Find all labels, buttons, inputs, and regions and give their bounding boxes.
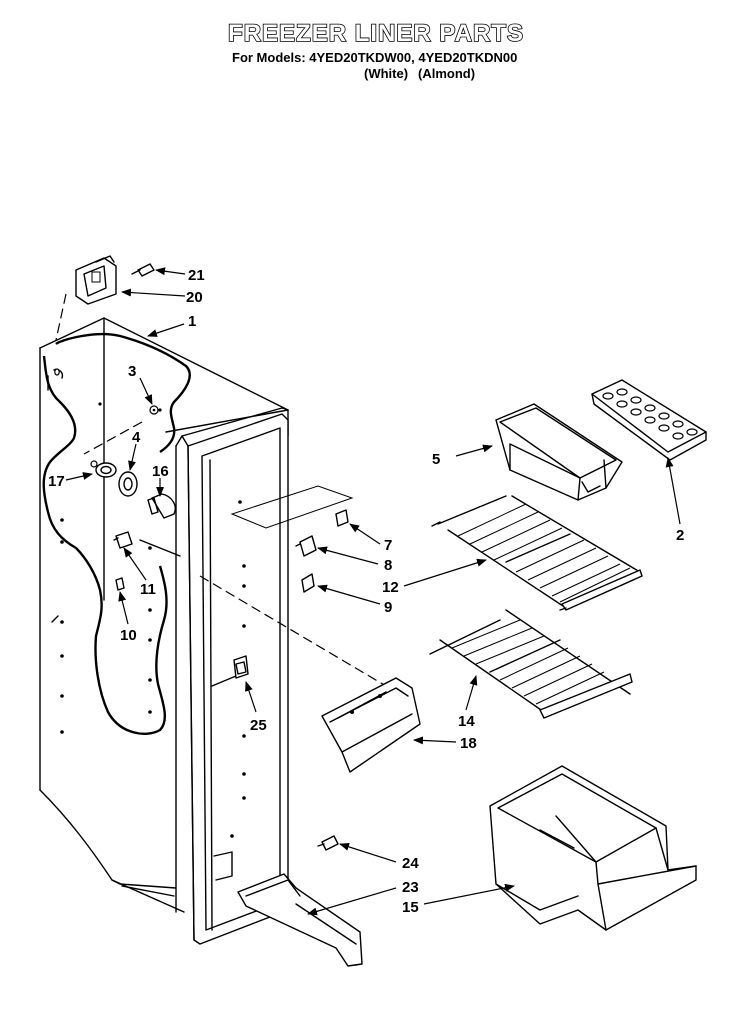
screw-10 [115,577,125,591]
screw-24 [317,835,339,851]
clip-7 [335,509,349,527]
assembly-line-control [83,421,143,455]
variant-almond: (Almond) [418,66,476,81]
wire-shelf-upper [431,495,643,611]
callout-23: 23 [402,879,419,896]
ice-bucket [495,403,623,501]
callout-16: 16 [152,463,169,480]
callout-8: 8 [384,557,392,574]
ice-tray [591,379,707,461]
leader-lines [65,267,681,916]
callout-2: 2 [676,527,684,544]
knob-17 [90,460,117,478]
page-title: FREEZER LINER PARTS [227,19,524,48]
models-line: For Models: 4YED20TKDW00, 4YED20TKDN00 [232,50,518,65]
callout-11: 11 [140,581,156,598]
callout-20: 20 [186,289,203,306]
freezer-liner [39,317,358,966]
switch-25 [233,655,249,679]
callout-3: 3 [128,363,136,380]
bottom-support [237,873,363,967]
control-4 [118,471,138,497]
callout-10: 10 [120,627,137,644]
callout-7: 7 [384,537,392,554]
clip-8 [295,535,317,557]
callout-15: 15 [402,899,419,916]
callout-21: 21 [188,267,205,284]
callout-5: 5 [432,451,440,468]
callout-1: 1 [188,313,196,330]
assembly-line-shelf-bracket [199,575,387,687]
callout-14: 14 [458,713,475,730]
callout-9: 9 [384,599,392,616]
clip-11 [113,531,133,549]
shelf-bracket [321,677,421,773]
callout-18: 18 [460,735,477,752]
wire-shelf-lower [429,609,633,719]
light-housing [75,255,117,305]
screw-3 [149,405,159,415]
callout-24: 24 [402,855,419,872]
callout-25: 25 [250,717,267,734]
screw-21 [131,263,155,277]
callout-17: 17 [48,473,65,490]
callout-4: 4 [132,429,141,446]
variant-white: (White) [364,66,409,81]
shelf-support-plate [230,485,354,529]
callout-12: 12 [382,579,399,596]
clip-9 [301,573,315,593]
assembly-line-light-housing [55,293,67,341]
callout-labels: 21 20 1 3 4 16 17 5 2 7 8 12 9 11 10 25 … [48,267,684,916]
freezer-bin [489,765,697,931]
bulb-16 [147,493,176,519]
